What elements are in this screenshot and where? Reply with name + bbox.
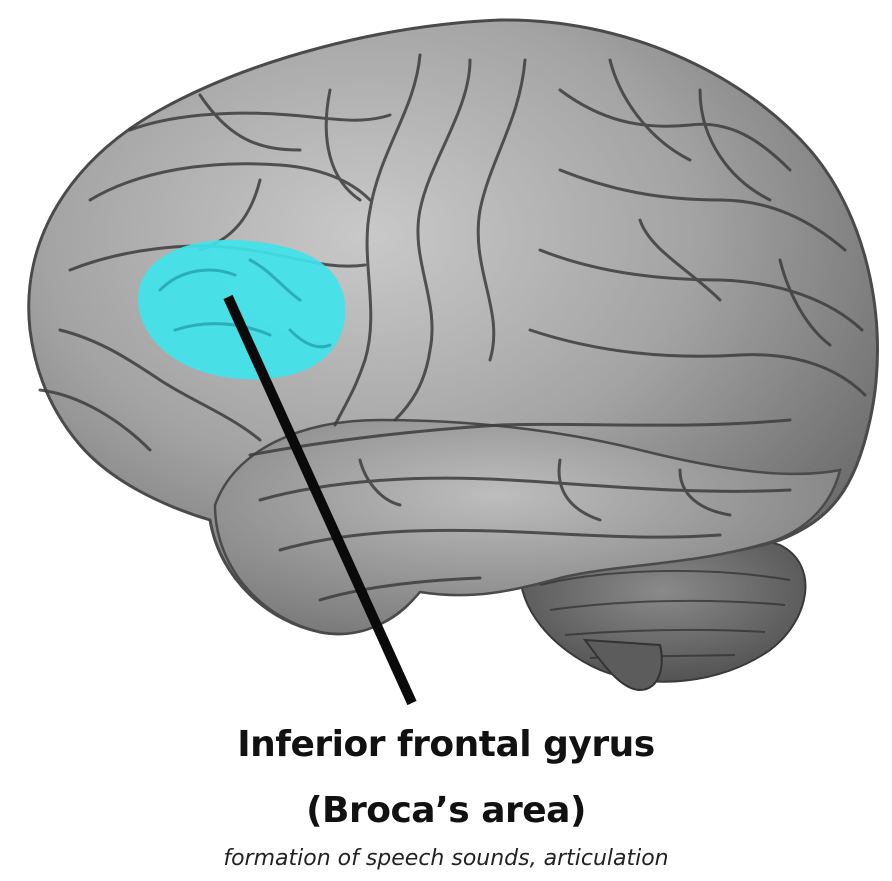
label-subtitle: (Broca’s area)	[0, 790, 892, 831]
label-description: formation of speech sounds, articulation	[0, 846, 892, 871]
label-title: Inferior frontal gyrus	[0, 724, 892, 765]
